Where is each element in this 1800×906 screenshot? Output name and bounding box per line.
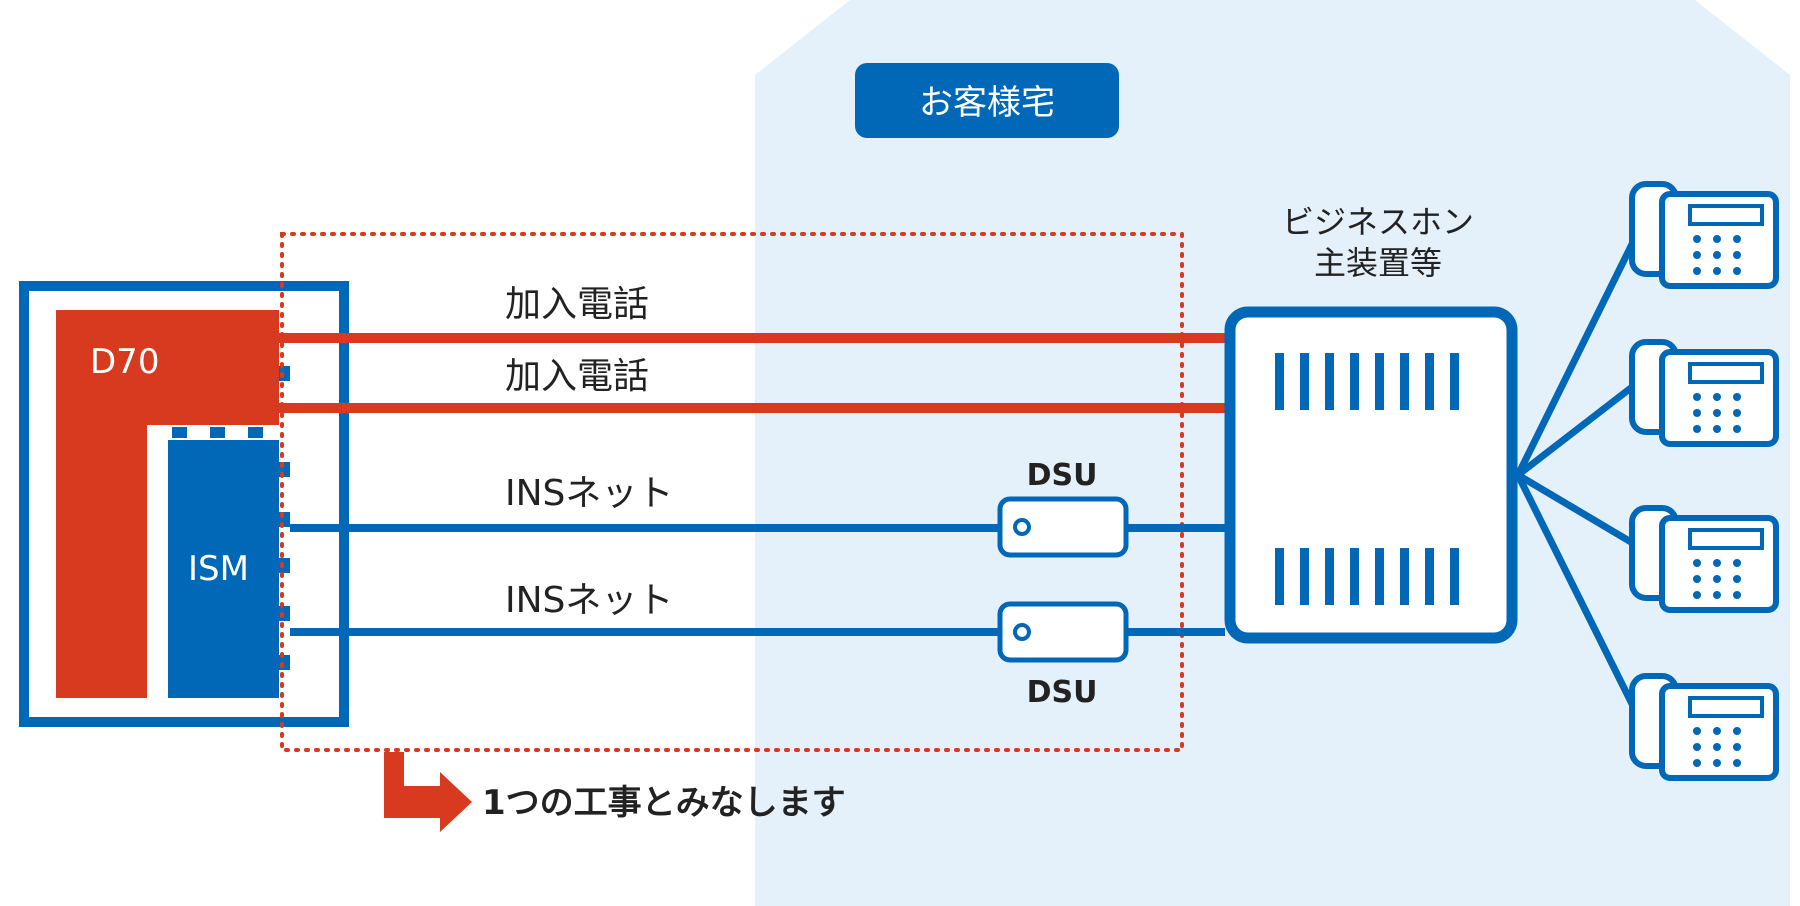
dsu-device-1 [997, 496, 1129, 558]
pbx-unit-icon [1224, 306, 1518, 644]
line-label-isdn-2: INSネット [505, 580, 673, 621]
premises-label: お客様宅 [919, 83, 1055, 123]
desk-phone-icon [1629, 339, 1779, 447]
desk-phone-icon [1629, 505, 1779, 613]
dsu-label-2: DSU [1027, 675, 1098, 710]
desk-phone-icon [1629, 181, 1779, 289]
desk-phone-icon [1629, 673, 1779, 781]
ism-label: ISM [188, 549, 249, 589]
arrow-right-icon [384, 752, 472, 832]
pbx-label-line1: ビジネスホン [1282, 203, 1474, 241]
phone-wires [1514, 234, 1640, 714]
premises-badge: お客様宅 [855, 63, 1119, 138]
line-label-isdn-1: INSネット [505, 473, 673, 514]
d70-label: D70 [90, 342, 159, 382]
dsu-device-2 [997, 601, 1129, 663]
line-label-analog-1: 加入電話 [505, 284, 649, 325]
note-label: 1つの工事とみなします [482, 783, 846, 823]
scope-boundary [280, 232, 1184, 752]
dsu-label-1: DSU [1027, 458, 1098, 493]
d70-unit [56, 310, 279, 698]
ism-unit [168, 440, 279, 698]
ism-ports [172, 366, 290, 670]
line-label-analog-2: 加入電話 [505, 356, 649, 397]
pbx-label-line2: 主装置等 [1314, 244, 1442, 282]
